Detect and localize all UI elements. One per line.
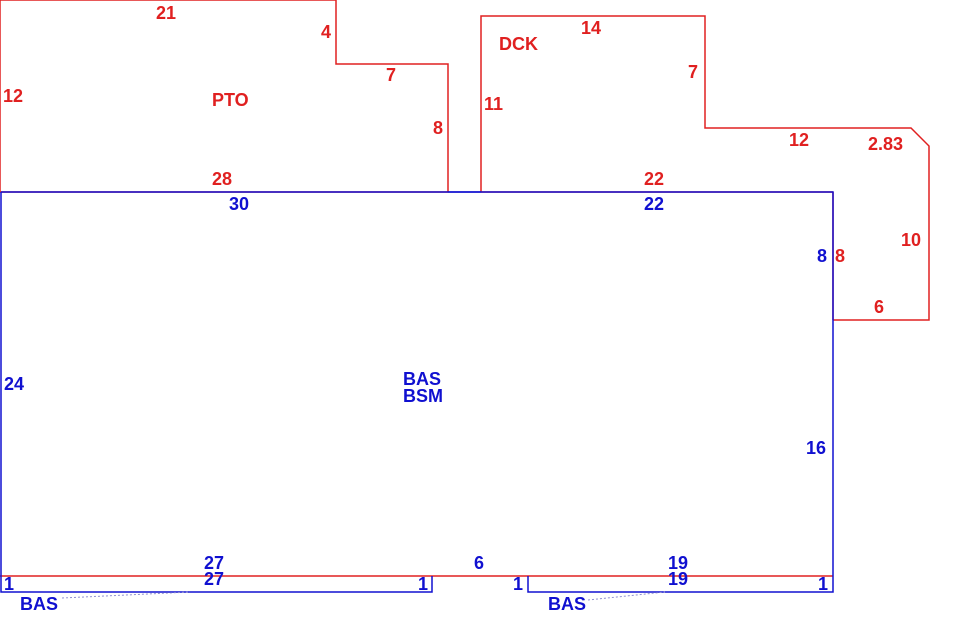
dck-dim-corner: 2.83 (868, 134, 903, 154)
bas-right-leader (587, 591, 666, 601)
pto-dim-step: 4 (321, 22, 331, 42)
pto-outline (0, 0, 449, 192)
bas-left-label: BAS (20, 594, 58, 614)
pto-label: PTO (212, 90, 249, 110)
dck-dim-ledge: 12 (789, 130, 809, 150)
bas-dim-bottom-gap: 6 (474, 553, 484, 573)
dck-dim-top: 14 (581, 18, 601, 38)
bas-dim-top-left: 30 (229, 194, 249, 214)
bas-right-dim-right: 1 (818, 574, 828, 594)
dck-dim-inner: 8 (835, 246, 845, 266)
dck-label: DCK (499, 34, 538, 54)
bas-left-dim-left: 1 (4, 574, 14, 594)
bas-dim-bottom-right: 19 (668, 553, 688, 573)
pto-dim-left: 12 (3, 86, 23, 106)
dck-outline (480, 15, 930, 321)
bas-right-dim-left: 1 (513, 574, 523, 594)
bas-right-dim-length: 19 (668, 569, 688, 589)
dck-dim-bottom: 6 (874, 297, 884, 317)
bas-right-label: BAS (548, 594, 586, 614)
bas-dim-right-upper: 8 (817, 246, 827, 266)
bas-dim-right-lower: 16 (806, 438, 826, 458)
bas-left-dim-right: 1 (418, 574, 428, 594)
pto-dim-top: 21 (156, 3, 176, 23)
dck-dim-step: 7 (688, 62, 698, 82)
bas-right-outline (527, 576, 834, 593)
dck-dim-base: 22 (644, 169, 664, 189)
bas-dim-left: 24 (4, 374, 24, 394)
pto-dim-ledge: 7 (386, 65, 396, 85)
pto-dim-bottom: 28 (212, 169, 232, 189)
bsm-label: BSM (403, 386, 443, 406)
bas-left-outline (0, 576, 433, 593)
bas-left-leader (61, 591, 191, 599)
dck-dim-right: 10 (901, 230, 921, 250)
bas-main-outline (0, 191, 834, 576)
dck-dim-left: 11 (484, 94, 503, 114)
bas-main-label: BAS (403, 369, 441, 389)
bas-dim-bottom-left: 27 (204, 553, 224, 573)
bas-left-dim-length: 27 (204, 569, 224, 589)
bas-dim-top-right: 22 (644, 194, 664, 214)
pto-dim-right: 8 (433, 118, 443, 138)
